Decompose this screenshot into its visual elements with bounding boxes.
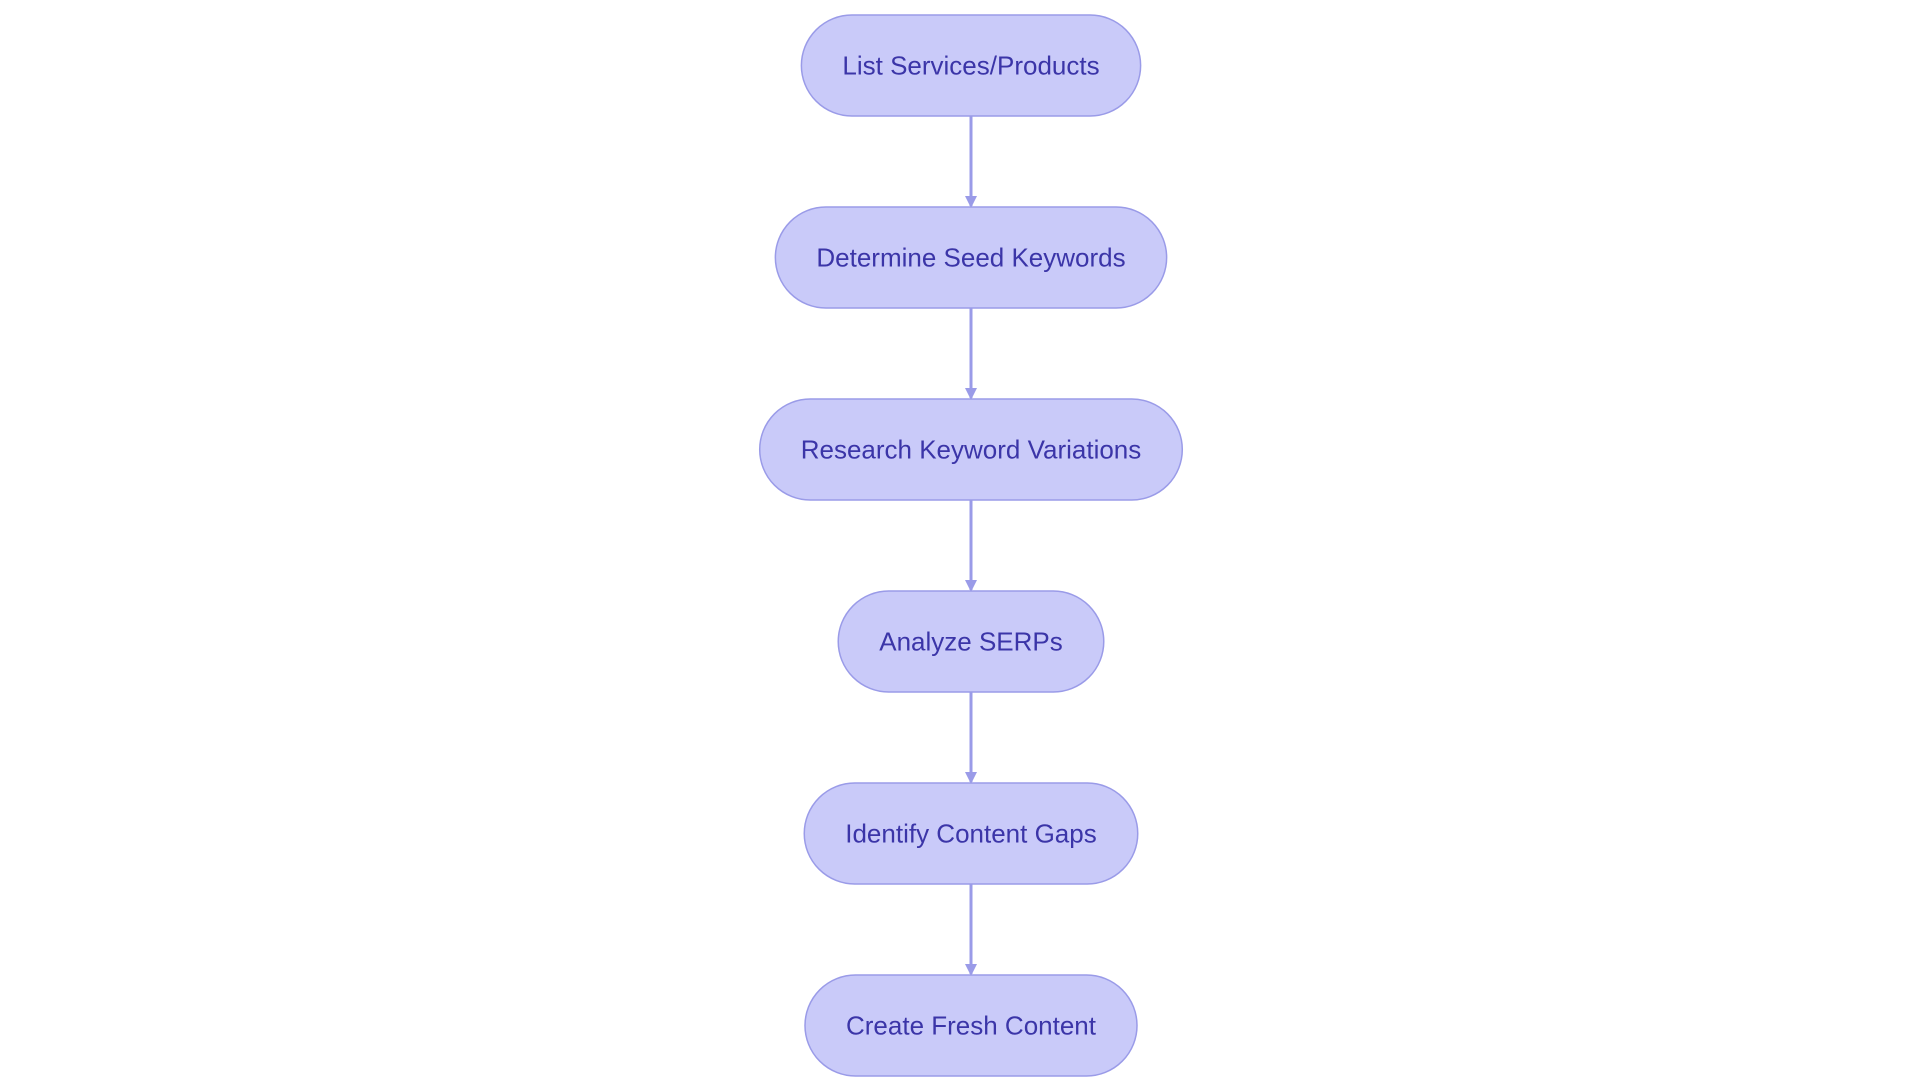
flow-node-5: Identify Content Gaps [803, 782, 1139, 885]
flow-node-shape [804, 974, 1138, 1077]
flow-node-1: List Services/Products [800, 14, 1142, 117]
flow-node-shape [803, 782, 1139, 885]
flow-node-6: Create Fresh Content [804, 974, 1138, 1077]
flow-node-3: Research Keyword Variations [758, 398, 1184, 501]
flow-node-shape [774, 206, 1168, 309]
flow-node-2: Determine Seed Keywords [774, 206, 1168, 309]
flow-node-shape [800, 14, 1142, 117]
flow-node-shape [758, 398, 1184, 501]
flow-node-shape [837, 590, 1105, 693]
flow-node-label: Analyze SERPs [879, 627, 1063, 657]
flow-node-label: List Services/Products [842, 51, 1099, 81]
flow-node-label: Identify Content Gaps [845, 819, 1096, 849]
flow-node-label: Research Keyword Variations [801, 435, 1142, 465]
flow-node-label: Create Fresh Content [846, 1011, 1097, 1041]
flow-node-4: Analyze SERPs [837, 590, 1105, 693]
flow-node-label: Determine Seed Keywords [816, 243, 1125, 273]
